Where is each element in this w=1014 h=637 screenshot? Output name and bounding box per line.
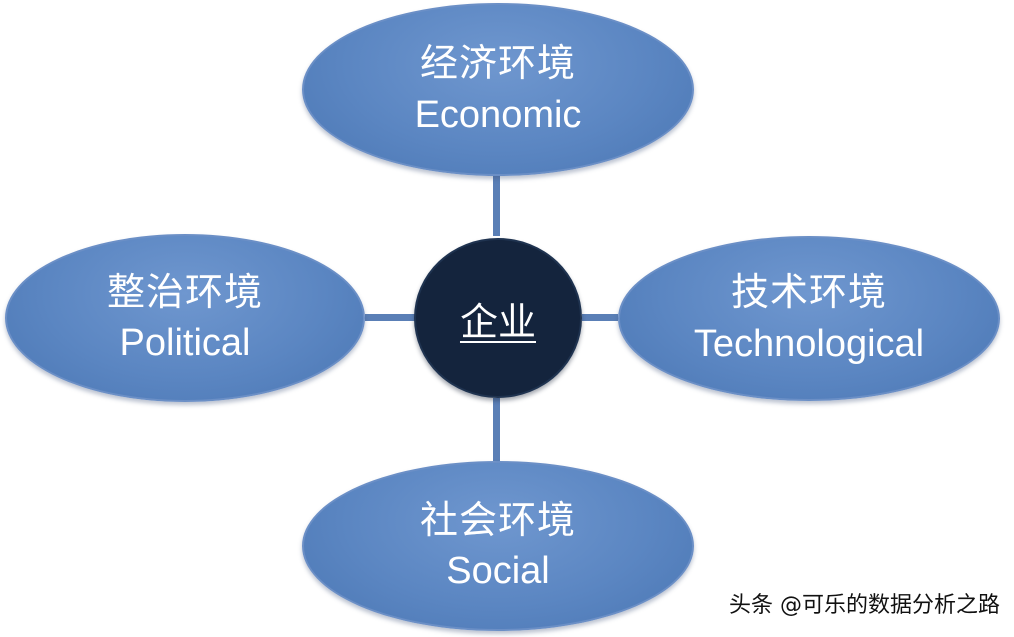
node-social-zh: 社会环境	[419, 497, 576, 542]
node-political-en: Political	[119, 322, 251, 364]
node-economic: 经济环境 Economic	[302, 3, 694, 176]
node-economic-en: Economic	[414, 93, 582, 136]
center-hub: 企业	[414, 238, 582, 398]
node-political-zh: 整治环境	[106, 269, 263, 314]
connector-social	[493, 398, 500, 461]
node-technological: 技术环境 Technological	[618, 236, 1000, 401]
connector-political	[365, 314, 415, 321]
center-label: 企业	[459, 299, 536, 344]
node-technological-zh: 技术环境	[730, 270, 887, 315]
connector-economic	[493, 176, 500, 236]
node-political: 整治环境 Political	[5, 234, 365, 402]
node-technological-en: Technological	[693, 322, 925, 365]
node-social-en: Social	[446, 550, 550, 592]
watermark-text: 头条 @可乐的数据分析之路	[729, 593, 1000, 618]
node-economic-zh: 经济环境	[419, 41, 576, 86]
node-social: 社会环境 Social	[302, 461, 694, 631]
connector-technological	[582, 314, 618, 321]
